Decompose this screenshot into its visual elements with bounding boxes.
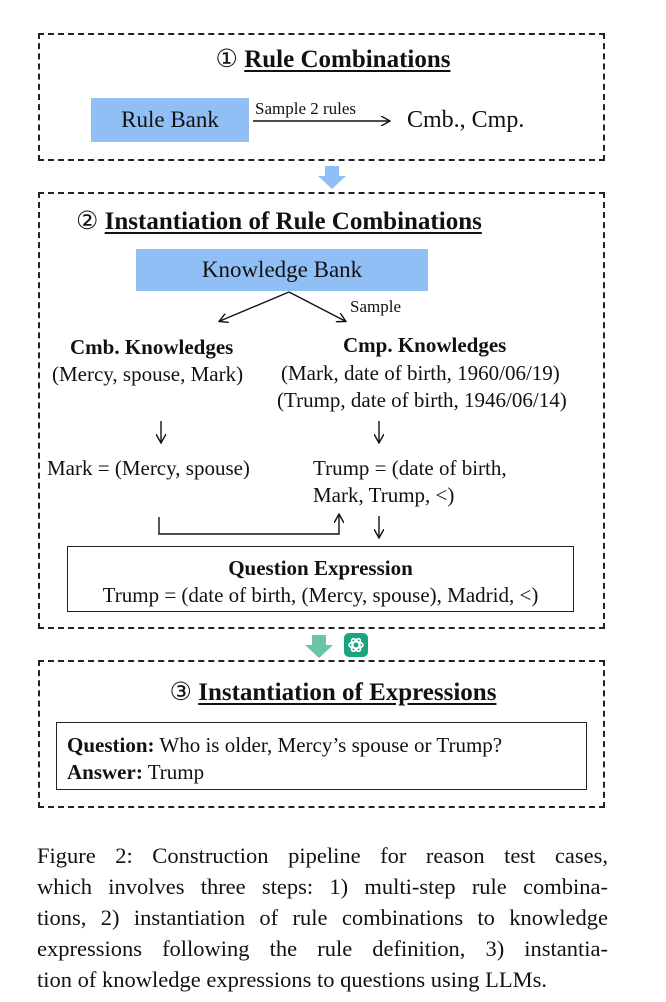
step1-panel <box>38 33 605 161</box>
step2-title: ② Instantiation of Rule Combinations <box>76 206 482 236</box>
rule-combination-result: Cmb., Cmp. <box>407 107 525 133</box>
answer-text: Trump <box>142 760 205 784</box>
rule-bank-box: Rule Bank <box>91 98 249 142</box>
caption-line-1: Figure 2: Construction pipeline for reas… <box>37 843 608 868</box>
cmb-expression: Mark = (Mercy, spouse) <box>47 456 250 480</box>
step1-to-step2-arrow <box>318 166 346 189</box>
caption-line-4: expressions following the rule definitio… <box>37 936 608 961</box>
figure-caption: Figure 2: Construction pipeline for reas… <box>37 840 608 995</box>
question-expression: Trump = (date of birth, (Mercy, spouse),… <box>102 583 539 607</box>
question-expression-heading: Question Expression <box>228 556 413 580</box>
answer-label: Answer: <box>67 760 143 784</box>
caption-line-5: tion of knowledge expressions to questio… <box>37 967 547 992</box>
step2-panel <box>38 192 605 629</box>
step1-title-text: Rule Combinations <box>244 46 451 73</box>
caption-line-2: which involves three steps: 1) multi-ste… <box>37 874 608 899</box>
cmp-knowledges-heading: Cmp. Knowledges <box>343 333 507 357</box>
question-expression-box <box>67 546 574 612</box>
rule-bank-label: Rule Bank <box>121 107 219 132</box>
bank-to-cmb-arrow <box>220 291 290 321</box>
step2-to-step3-arrow <box>305 635 333 658</box>
step3-title: ③ Instantiation of Expressions <box>0 677 666 707</box>
bank-to-cmp-arrow <box>288 291 345 321</box>
cmp-knowledge-triple-2: (Trump, date of birth, 1946/06/14) <box>277 388 567 412</box>
step3-title-text: Instantiation of Expressions <box>198 679 497 706</box>
step1-title: ① Rule Combinations <box>0 44 666 74</box>
caption-line-3: tions, 2) instantiation of rule combinat… <box>37 905 608 930</box>
llm-badge-icon <box>344 633 368 657</box>
knowledge-bank-label: Knowledge Bank <box>201 257 363 282</box>
qa-box <box>56 722 587 790</box>
cmb-knowledges-heading: Cmb. Knowledges <box>70 335 234 359</box>
step2-title-text: Instantiation of Rule Combinations <box>104 208 482 235</box>
step3-number: ③ <box>169 679 192 706</box>
cmp-expression-line-2: Mark, Trump, <) <box>313 483 455 507</box>
question-line: Question: Who is older, Mercy’s spouse o… <box>67 733 502 758</box>
substitution-connector <box>158 515 339 535</box>
knowledge-bank-box: Knowledge Bank <box>136 249 428 291</box>
step1-number: ① <box>215 46 238 73</box>
question-label: Question: <box>67 733 155 757</box>
cmp-knowledge-triple-1: (Mark, date of birth, 1960/06/19) <box>281 361 560 385</box>
cmp-expression-line-1: Trump = (date of birth, <box>313 456 507 480</box>
cmb-knowledge-triple: (Mercy, spouse, Mark) <box>52 362 244 386</box>
question-text: Who is older, Mercy’s spouse or Trump? <box>154 733 503 757</box>
step3-panel <box>38 660 605 808</box>
answer-line: Answer: Trump <box>67 760 204 785</box>
sample-label: Sample <box>350 297 401 316</box>
step2-number: ② <box>76 208 99 235</box>
sample-rules-label: Sample 2 rules <box>255 99 357 118</box>
